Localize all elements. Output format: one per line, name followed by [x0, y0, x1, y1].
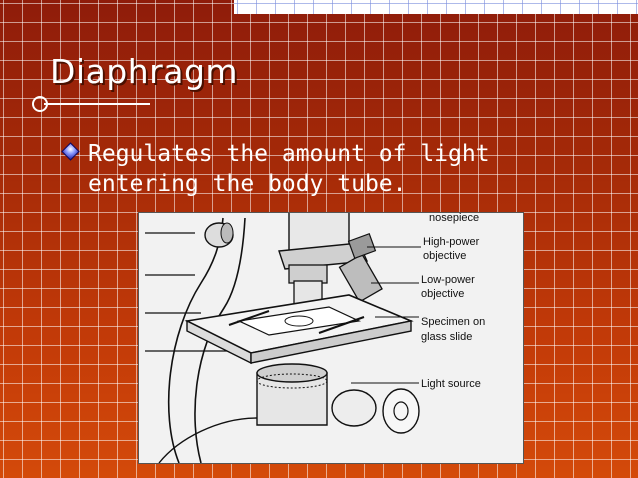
label-high-power-1: High-power — [423, 236, 480, 248]
label-specimen-2: glass slide — [421, 331, 472, 343]
focus-knob-side — [220, 222, 234, 244]
low-power-objective — [338, 253, 383, 303]
arm-outline — [194, 217, 246, 463]
diaphragm-ring — [256, 363, 328, 383]
microscope-figure: nosepiece High-power objective Low-power… — [138, 212, 524, 464]
nosepiece — [278, 242, 369, 270]
stage-clip — [228, 310, 270, 326]
label-low-power-2: objective — [421, 288, 464, 300]
slide-title: Diaphragm — [50, 52, 239, 91]
label-light-source: Light source — [421, 378, 481, 390]
base-outline — [158, 417, 258, 463]
specimen — [284, 315, 314, 327]
title-underline — [44, 103, 150, 105]
microscope-drawing: nosepiece High-power objective Low-power… — [145, 213, 485, 463]
bullet-text: Regulates the amount of light entering t… — [88, 141, 490, 197]
label-high-power-2: objective — [423, 250, 466, 262]
light-switch-hole — [393, 401, 409, 421]
glass-slide — [236, 306, 362, 336]
stage-edge — [250, 320, 412, 364]
stage-clip — [318, 316, 365, 334]
light-knob — [331, 389, 377, 427]
top-grid-strip — [234, 0, 638, 14]
label-low-power-1: Low-power — [421, 274, 475, 286]
high-power-objective — [288, 264, 328, 284]
objective-mount — [347, 233, 377, 259]
label-nosepiece: nosepiece — [429, 213, 479, 224]
diaphragm-ridges — [256, 373, 328, 389]
label-specimen-1: Specimen on — [421, 316, 485, 328]
light-switch-ring — [382, 388, 420, 434]
